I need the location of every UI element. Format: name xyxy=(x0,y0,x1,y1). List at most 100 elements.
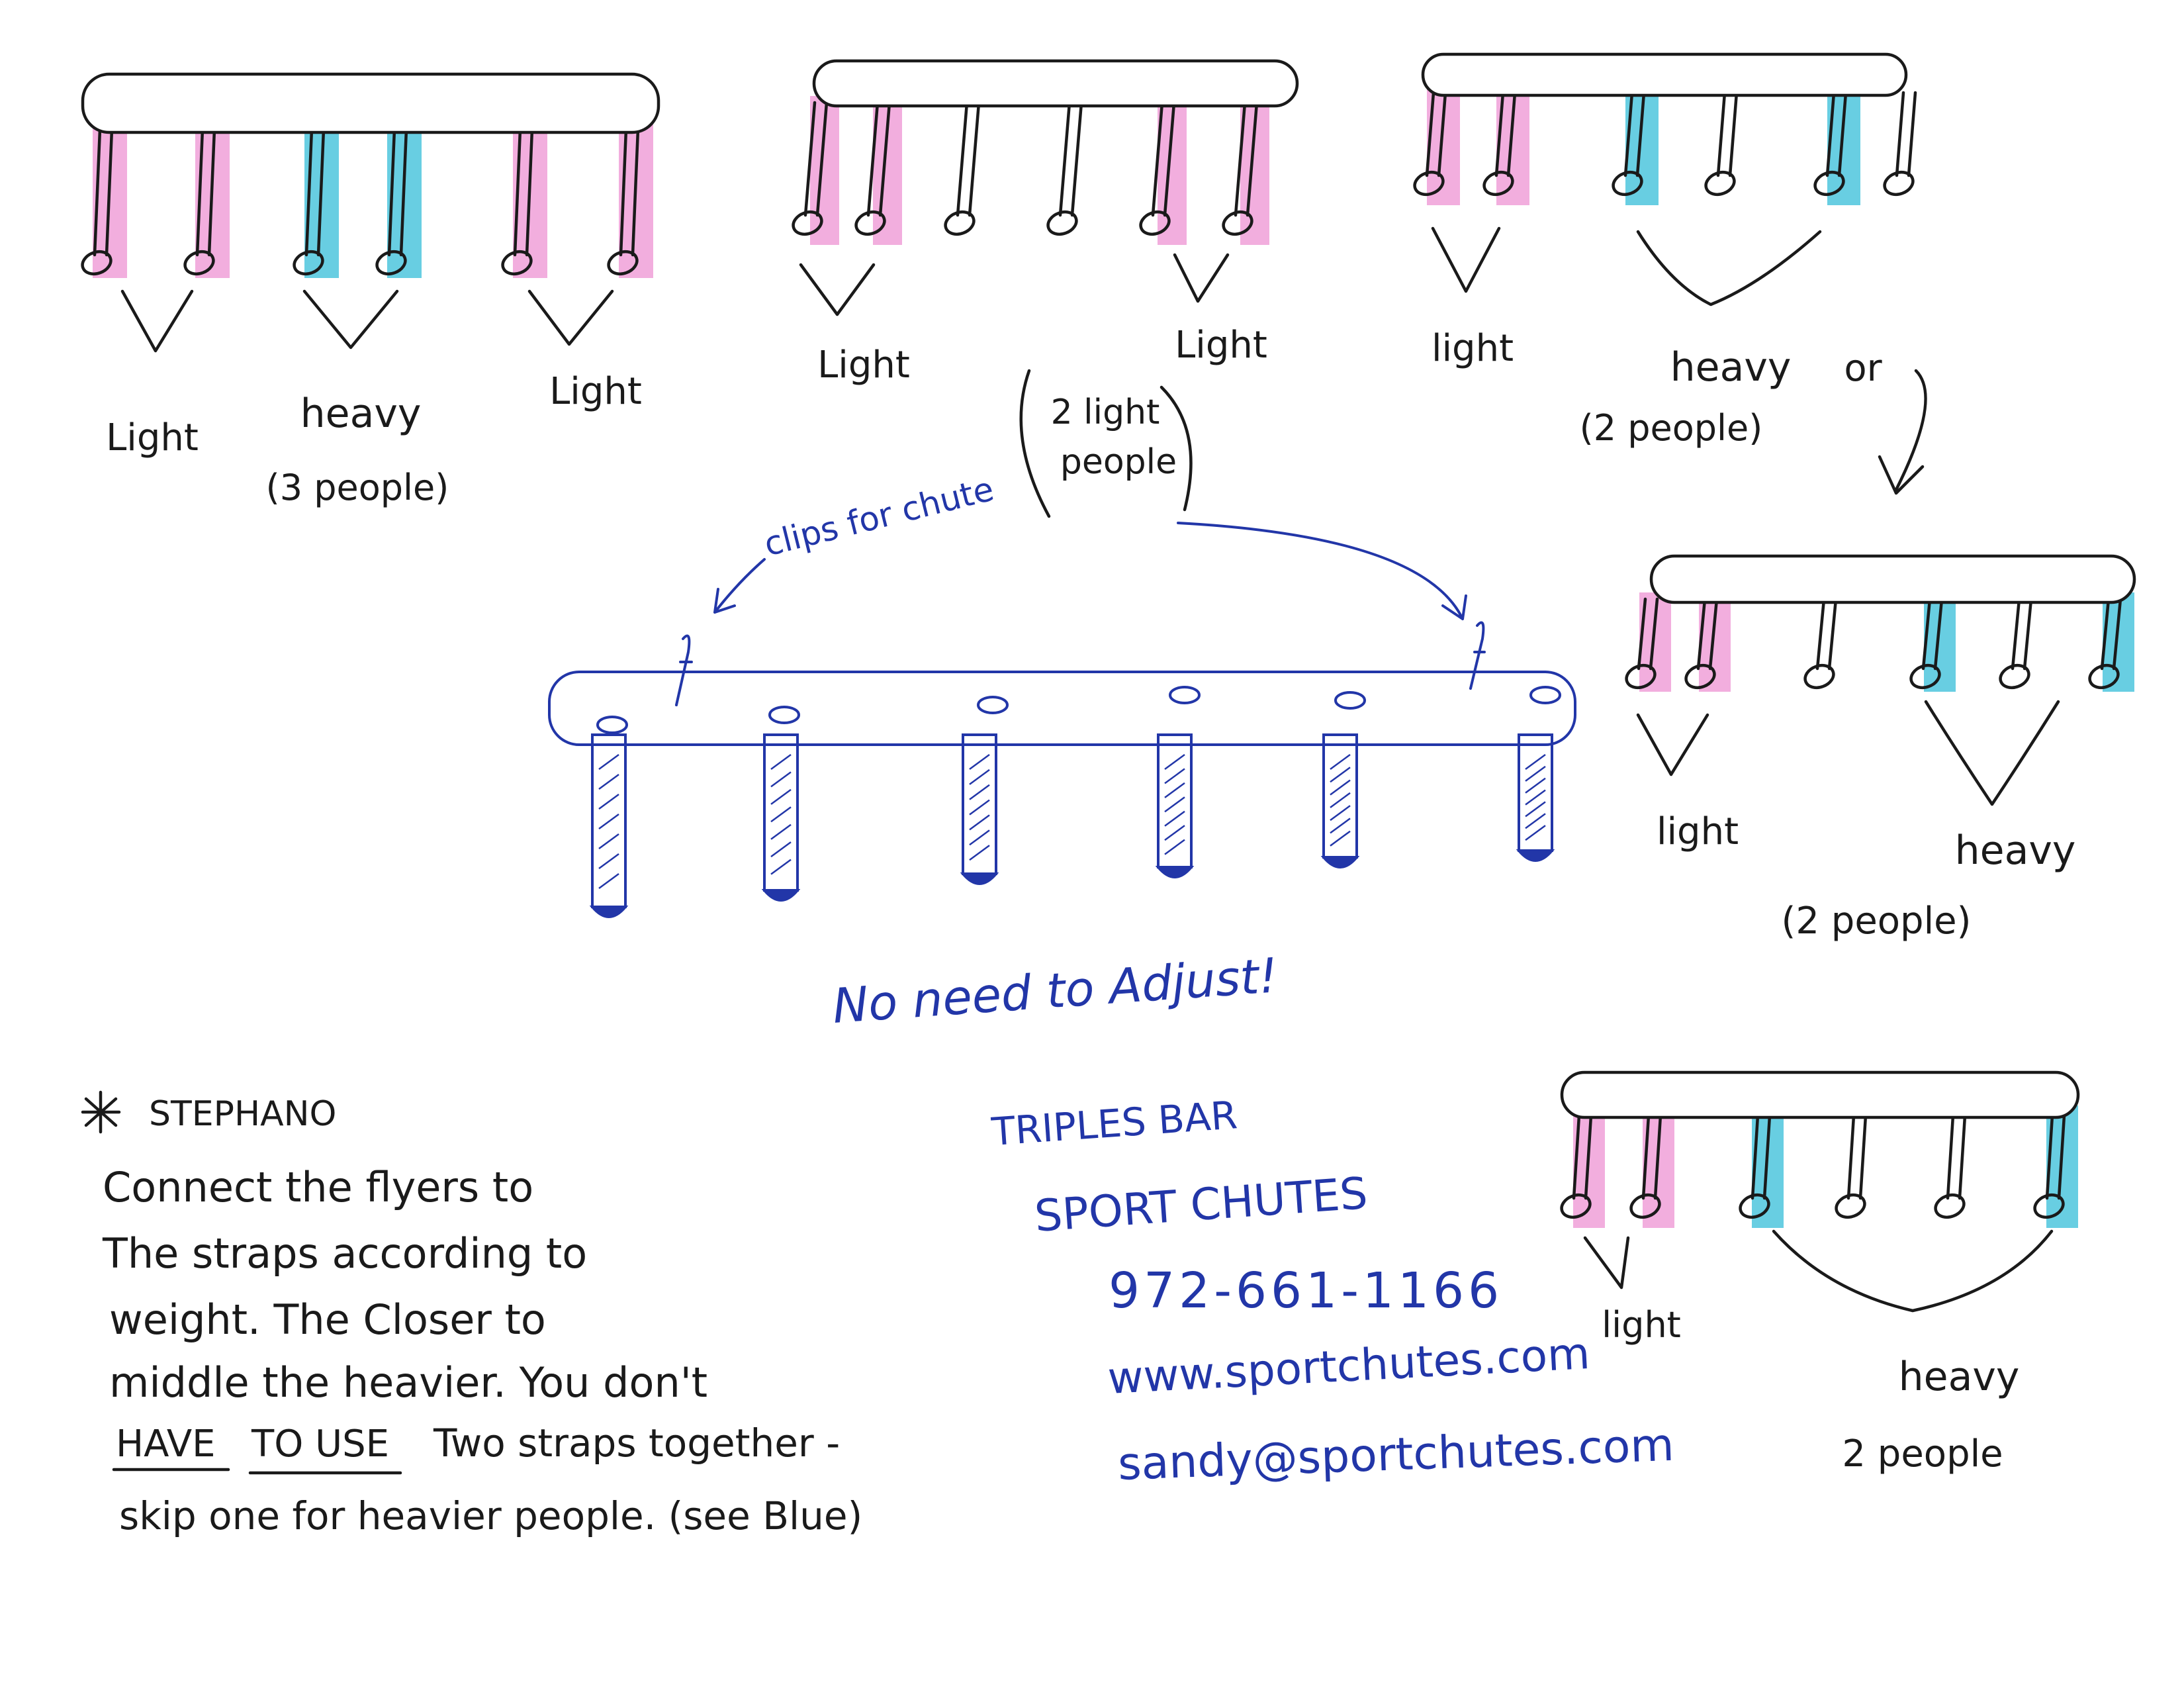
d2-foot-6 xyxy=(1222,210,1253,236)
bar-diagram-1-bracket-left xyxy=(120,289,194,353)
bar-diagram-5-label-right: heavy xyxy=(1899,1354,2020,1400)
blue-strap-1-hatch-3 xyxy=(598,793,619,810)
note-heading: STEPHANO xyxy=(149,1094,337,1134)
bar-diagram-2-note-bracket xyxy=(1019,369,1193,518)
bar-diagram-1-bracket-right xyxy=(527,289,614,346)
blue-strap-6-hatch-3 xyxy=(1525,777,1546,794)
d2-foot-1 xyxy=(792,210,823,236)
blue-strap-1-hatch-5 xyxy=(598,833,619,850)
blue-strap-2-hatch-7 xyxy=(770,859,792,875)
blue-strap-4 xyxy=(1157,733,1193,868)
blue-strap-3-hatch-3 xyxy=(969,784,990,800)
blue-strap-2-hatch-1 xyxy=(770,753,792,771)
blue-strap-4-hatch-6 xyxy=(1164,825,1185,841)
blue-strap-4-hatch-1 xyxy=(1164,753,1185,771)
clip-arrow-right xyxy=(1177,522,1467,620)
contact-phone: 972-661-1166 xyxy=(1109,1262,1503,1319)
d1-strap-3 xyxy=(304,127,326,257)
bar-diagram-2-label-right: Light xyxy=(1175,324,1267,367)
blue-strap-6-hatch-6 xyxy=(1525,813,1546,829)
d1-foot-5 xyxy=(501,250,533,276)
blue-strap-3-hatch-2 xyxy=(969,769,990,785)
bar-diagram-1-straps xyxy=(81,116,653,278)
bar-diagram-2-straps xyxy=(792,96,1269,245)
d2-foot-2 xyxy=(854,210,886,236)
blue-strap-2-hatch-5 xyxy=(770,823,792,840)
blue-bar-hole-4 xyxy=(1169,686,1201,704)
blue-bar-straps xyxy=(589,733,1555,918)
blue-strap-3-cap xyxy=(960,872,999,885)
blue-strap-1-hatch-4 xyxy=(598,813,619,830)
d4-strap-6 xyxy=(2100,597,2122,671)
note-line-5-rest: Two straps together - xyxy=(433,1421,840,1466)
d3-foot-2 xyxy=(1482,170,1514,197)
blue-strap-5-hatch-4 xyxy=(1330,792,1351,808)
bar-diagram-2-note-line2: people xyxy=(1060,442,1177,482)
d3-strap-6 xyxy=(1895,91,1917,177)
star-icon xyxy=(81,1090,121,1134)
d5-strap-5 xyxy=(1946,1113,1967,1200)
d5-strap-3 xyxy=(1751,1113,1772,1200)
blue-strap-5-hatch-2 xyxy=(1330,767,1351,783)
d2-foot-3 xyxy=(944,210,976,236)
d1-strap-4 xyxy=(387,127,408,257)
bar-diagram-5-bar xyxy=(1560,1070,2080,1119)
d5-foot-1 xyxy=(1560,1193,1592,1219)
contact-line-1: TRIPLES BAR xyxy=(989,1092,1239,1154)
d3-foot-1 xyxy=(1413,170,1445,197)
d1-strap-2 xyxy=(195,127,216,257)
blue-strap-1-hatch-6 xyxy=(598,853,619,870)
blue-strap-6-hatch-2 xyxy=(1525,765,1546,782)
blue-strap-4-hatch-7 xyxy=(1164,839,1185,855)
blue-strap-3-hatch-6 xyxy=(969,829,990,846)
bar-diagram-1-label-left: Light xyxy=(106,416,199,459)
d3-foot-5 xyxy=(1813,170,1845,197)
bar-diagram-5-straps xyxy=(1560,1105,2078,1228)
bar-diagram-5-bracket-left xyxy=(1583,1236,1630,1289)
blue-bar-tube xyxy=(548,671,1576,746)
note-line-3: weight. The Closer to xyxy=(109,1295,546,1344)
d5-strap-4 xyxy=(1846,1113,1868,1200)
bar-diagram-3-bracket-mid xyxy=(1636,230,1822,306)
d4-foot-3 xyxy=(1803,663,1835,690)
clip-left-icon xyxy=(675,634,693,706)
bar-diagram-3-label-or: or xyxy=(1844,347,1882,390)
clip-label: clips for chute xyxy=(760,470,997,564)
or-arrow xyxy=(1878,369,1927,495)
blue-strap-2-hatch-2 xyxy=(770,771,792,788)
blue-strap-5-hatch-5 xyxy=(1330,805,1351,821)
bar-diagram-3-bar xyxy=(1421,52,1908,97)
note-line-5-to-use: TO USE xyxy=(251,1423,389,1466)
bar-diagram-1-bracket-mid xyxy=(302,289,399,350)
bar-diagram-2-note-line1: 2 light xyxy=(1051,393,1160,432)
d2-strap-5 xyxy=(1151,101,1176,217)
clip-right-icon xyxy=(1469,621,1486,690)
note-line-6: skip one for heavier people. (see Blue) xyxy=(119,1493,862,1538)
note-line-1: Connect the flyers to xyxy=(103,1163,533,1211)
blue-strap-6-hatch-1 xyxy=(1525,753,1546,771)
d3-foot-4 xyxy=(1704,170,1736,197)
bar-diagram-1-label-right: Light xyxy=(549,370,642,413)
d5-foot-2 xyxy=(1629,1193,1661,1219)
bar-diagram-4-label-right-sub: (2 people) xyxy=(1782,900,1972,943)
clip-arrow-left xyxy=(713,558,766,614)
blue-bar-drawing: clips for chute No need to Adjust! xyxy=(548,470,1576,1034)
blue-bar-hole-6 xyxy=(1529,686,1561,704)
blue-strap-3-hatch-5 xyxy=(969,814,990,831)
d1-foot-6 xyxy=(607,250,639,276)
d5-strap-1 xyxy=(1572,1113,1593,1200)
blue-strap-5-cap xyxy=(1320,856,1360,868)
blue-bar-holes xyxy=(596,686,1561,734)
d4-foot-5 xyxy=(1999,663,2030,690)
blue-bar-hole-2 xyxy=(768,706,800,724)
blue-strap-4-hatch-4 xyxy=(1164,796,1185,813)
d1-foot-3 xyxy=(293,250,324,276)
d4-strap-4 xyxy=(1921,597,1944,671)
note-line-4: middle the heavier. You don't xyxy=(109,1358,707,1407)
d1-strap-5 xyxy=(513,127,534,257)
note-line-2: The straps according to xyxy=(102,1229,587,1278)
bar-diagram-5: light heavy 2 people xyxy=(1560,1070,2080,1476)
blue-strap-5-hatch-7 xyxy=(1330,830,1351,847)
blue-strap-1-hatch-1 xyxy=(598,753,619,771)
